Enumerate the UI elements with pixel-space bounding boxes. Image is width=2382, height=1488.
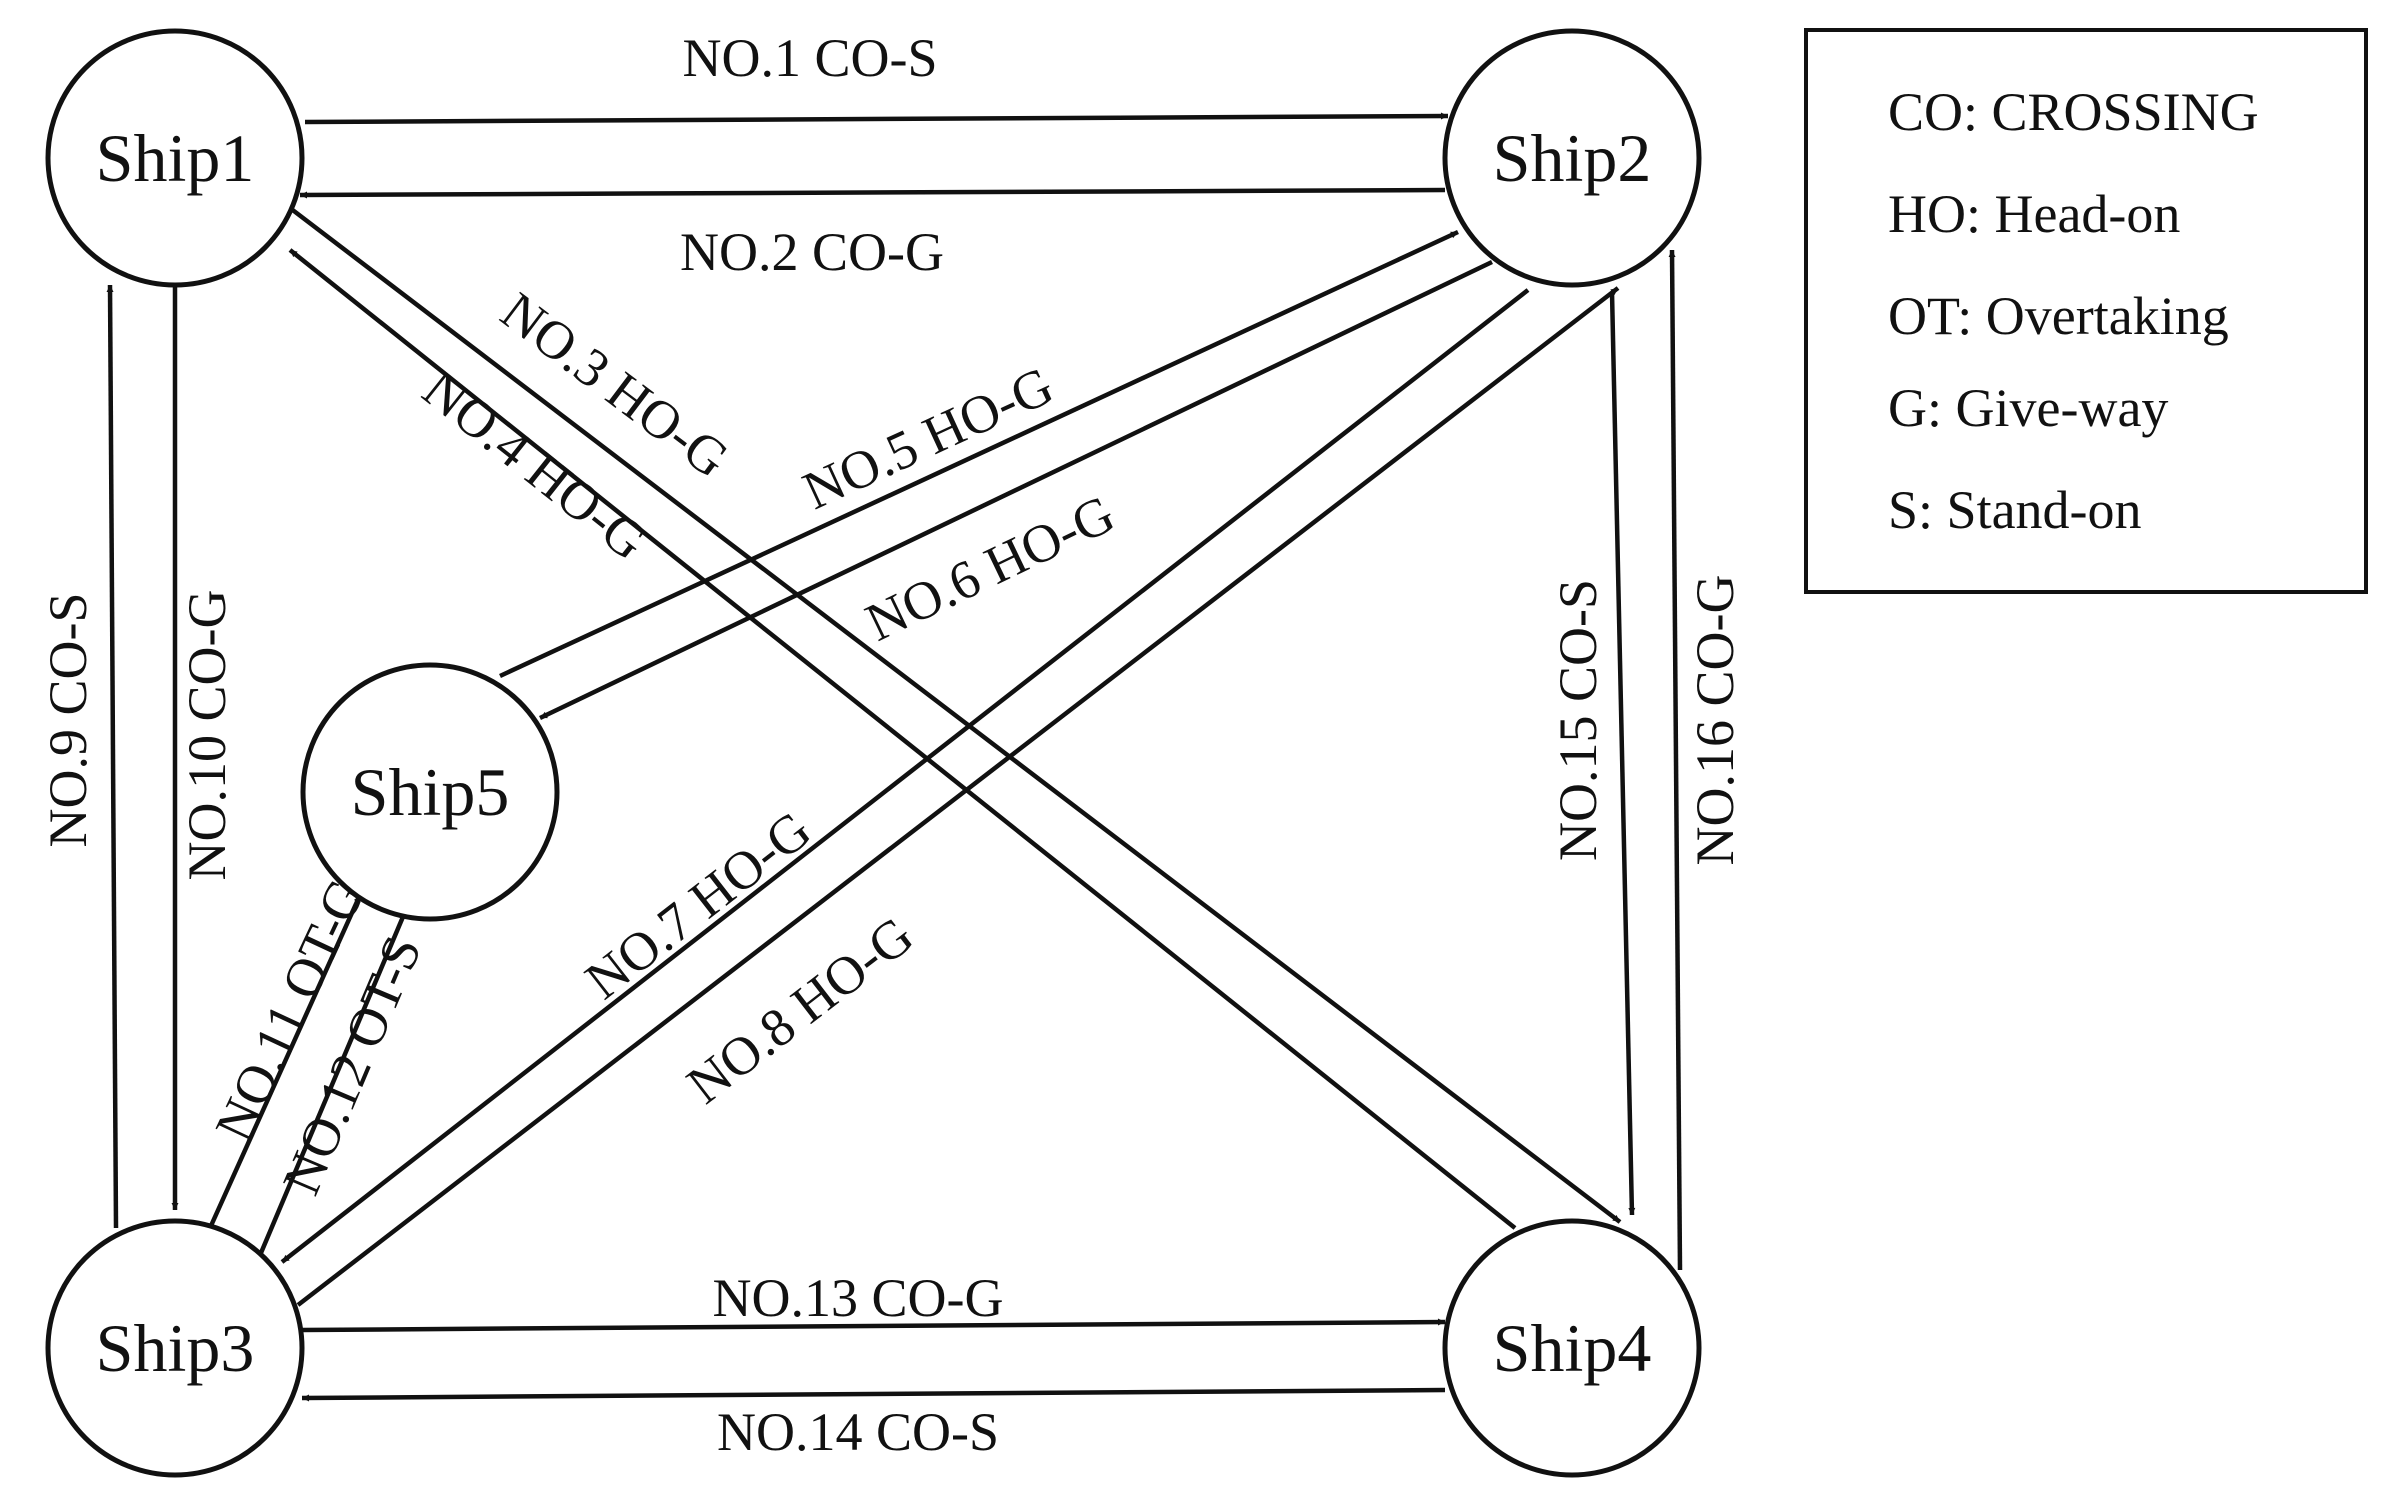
edge-no10-label: NO.10 CO-G bbox=[177, 590, 237, 881]
legend-item-give-way: G: Give-way bbox=[1888, 378, 2168, 438]
node-ship2-circle bbox=[1442, 28, 1702, 288]
edge-no1-arrow bbox=[304, 112, 1449, 125]
node-ship1: Ship1 bbox=[45, 28, 305, 288]
node-ship3-label: Ship3 bbox=[96, 1310, 255, 1386]
edge-no3-arrow bbox=[288, 206, 1622, 1224]
node-ship1-circle bbox=[45, 28, 305, 288]
legend-box bbox=[1804, 28, 2368, 594]
node-ship2: Ship2 bbox=[1442, 28, 1702, 288]
edge-no14-label: NO.14 CO-S bbox=[717, 1402, 999, 1462]
legend-item-overtaking: OT: Overtaking bbox=[1888, 286, 2229, 346]
edge-no16-arrow bbox=[1668, 249, 1683, 1271]
edge-no2-arrow bbox=[299, 187, 1446, 199]
edge-no16-label: NO.16 CO-G bbox=[1685, 575, 1745, 866]
edge-no7-arrow bbox=[280, 288, 1530, 1264]
node-ship5-label: Ship5 bbox=[351, 754, 510, 830]
edge-no13-label: NO.13 CO-G bbox=[713, 1268, 1004, 1328]
node-ship4: Ship4 bbox=[1442, 1218, 1702, 1478]
legend: CO: CROSSING HO: Head-on OT: Overtaking … bbox=[1804, 28, 2368, 594]
edge-no15-label: NO.15 CO-S bbox=[1548, 579, 1608, 861]
edge-no2-label: NO.2 CO-G bbox=[680, 222, 944, 282]
edge-no6-label: NO.6 HO-G bbox=[857, 483, 1124, 652]
edge-no13-arrow bbox=[301, 1318, 1446, 1333]
edge-no2: NO.2 CO-G bbox=[299, 187, 1446, 282]
edge-no13: NO.13 CO-G bbox=[301, 1268, 1446, 1333]
legend-item-stand-on: S: Stand-on bbox=[1888, 480, 2142, 540]
edge-no15: NO.15 CO-S bbox=[1548, 291, 1636, 1216]
edge-no10: NO.10 CO-G bbox=[171, 285, 237, 1210]
edge-no5-label: NO.5 HO-G bbox=[794, 355, 1062, 521]
node-ship4-circle bbox=[1442, 1218, 1702, 1478]
legend-item-crossing: CO: CROSSING bbox=[1888, 82, 2259, 142]
node-ship2-label: Ship2 bbox=[1493, 120, 1652, 196]
edge-no16: NO.16 CO-G bbox=[1668, 249, 1745, 1271]
edge-no1: NO.1 CO-S bbox=[304, 28, 1449, 125]
edge-no1-label: NO.1 CO-S bbox=[682, 28, 937, 88]
edge-no14-arrow bbox=[301, 1387, 1446, 1402]
legend-item-head-on: HO: Head-on bbox=[1888, 184, 2180, 244]
edge-no9-arrow bbox=[106, 284, 119, 1229]
edge-no9: NO.9 CO-S bbox=[38, 284, 119, 1229]
edge-no14: NO.14 CO-S bbox=[301, 1387, 1446, 1462]
edge-no7-label: NO.7 HO-G bbox=[574, 799, 822, 1010]
node-ship3-circle bbox=[45, 1218, 305, 1478]
edge-no4-arrow bbox=[288, 248, 1517, 1230]
node-ship3: Ship3 bbox=[45, 1218, 305, 1478]
nodes-layer: Ship1 Ship2 Ship3 Ship4 Ship5 bbox=[45, 28, 1702, 1478]
edge-no15-arrow bbox=[1609, 291, 1636, 1216]
edge-no5-arrow bbox=[499, 229, 1459, 679]
edge-no8-arrow bbox=[296, 286, 1620, 1307]
node-ship5-circle bbox=[300, 662, 560, 922]
edge-no11-arrow bbox=[207, 894, 363, 1229]
node-ship5: Ship5 bbox=[300, 662, 560, 922]
edge-no6: NO.6 HO-G bbox=[539, 259, 1493, 721]
node-ship1-label: Ship1 bbox=[96, 120, 255, 196]
node-ship4-label: Ship4 bbox=[1493, 1310, 1652, 1386]
edge-no12-arrow bbox=[255, 911, 408, 1261]
edge-no6-arrow bbox=[539, 259, 1493, 721]
edge-no9-label: NO.9 CO-S bbox=[38, 592, 98, 847]
edge-no8-label: NO.8 HO-G bbox=[676, 905, 924, 1115]
